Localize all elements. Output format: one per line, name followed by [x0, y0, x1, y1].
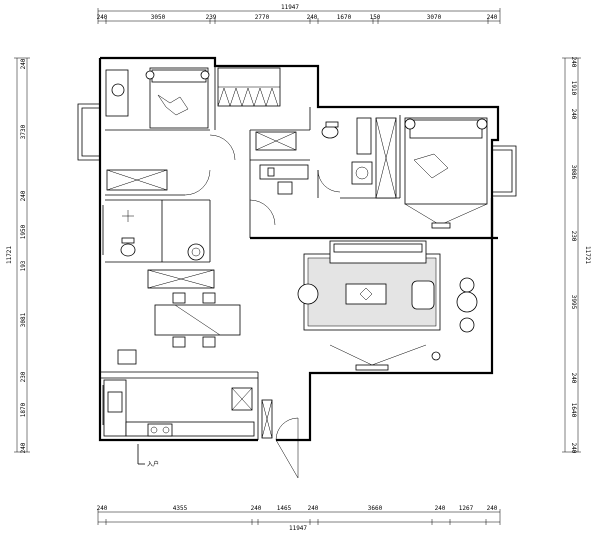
dimension-segment-label: 240	[307, 14, 318, 21]
right-total-dimension: 11721	[584, 246, 591, 264]
interior-walls	[100, 66, 401, 440]
kids-room	[217, 67, 297, 151]
chair-icon	[459, 317, 475, 333]
dimension-segment-label: 4355	[173, 505, 188, 512]
door-swing-bath	[184, 169, 211, 196]
dining-chair	[202, 336, 216, 348]
entrance-marker: 入户	[137, 444, 159, 468]
dimension-segment-label: 240	[570, 443, 577, 454]
left-segment-dimensions: 240 3730 240 1950 193 3081 230 1870 240	[20, 58, 27, 453]
right-dimension-line: 11721 240 1910 240 3086 230 3995 240 1640 240	[562, 57, 591, 454]
top-segment-dimensions: 240 3050 239 2770 240 1670 150 3070 240	[97, 14, 498, 21]
dimension-segment-label: 240	[97, 505, 108, 512]
study-area	[259, 164, 309, 195]
stove-icon	[147, 423, 173, 437]
living-room	[297, 240, 478, 371]
study-chair	[277, 181, 293, 195]
dimension-segment-label: 1910	[570, 81, 577, 96]
dining-chair	[172, 336, 186, 348]
fridge-icon	[117, 349, 137, 365]
dimension-segment-label: 230	[20, 371, 27, 382]
dimension-segment-label: 1870	[20, 402, 27, 417]
counter-bottom	[125, 421, 255, 437]
ensuite-bath	[321, 117, 397, 199]
door-swing-ensuite	[317, 169, 341, 193]
chair-icon	[111, 83, 125, 97]
lamp-icon	[145, 70, 155, 80]
left-total-dimension: 11721	[6, 246, 13, 264]
dimension-segment-label: 3050	[151, 14, 166, 21]
dining-area	[117, 269, 241, 365]
dimension-segment-label: 3070	[427, 14, 442, 21]
entrance-door	[275, 417, 299, 478]
toilet-icon	[321, 125, 339, 139]
left-dimension-line: 11721 240 3730 240 1950 193 3081 230 1870 240	[6, 57, 30, 453]
dimension-segment-label: 3081	[20, 312, 27, 327]
master-bedroom	[404, 117, 488, 229]
exterior-walls	[98, 56, 500, 442]
dimension-segment-label: 2770	[255, 14, 270, 21]
bottom-dimension-line: 11947 240 4355 240 1465 240 3660 240 1267 240	[97, 505, 501, 532]
dimension-segment-label: 1465	[277, 505, 292, 512]
dimension-segment-label: 240	[20, 190, 27, 201]
round-table-icon	[456, 291, 478, 313]
dimension-segment-label: 193	[20, 260, 27, 271]
door-swing-study	[249, 199, 276, 226]
bottom-total-dimension: 11947	[289, 525, 307, 532]
dimension-segment-label: 240	[308, 505, 319, 512]
dimension-segment-label: 240	[251, 505, 262, 512]
tv-cabinet-icon	[355, 364, 389, 371]
dimension-segment-label: 3995	[570, 295, 577, 310]
door-swing-bedroom	[209, 134, 236, 161]
shower-head-icon	[122, 210, 134, 222]
coffee-table	[345, 283, 387, 305]
sink-icon	[187, 243, 205, 261]
kitchen-sink-icon	[107, 391, 123, 413]
dimension-segment-label: 240	[487, 505, 498, 512]
bottom-segment-dimensions: 240 4355 240 1465 240 3660 240 1267 240	[97, 505, 498, 512]
top-dimension-line: 11947 240 3050 239 2770 240 1670 150 3070 240	[97, 4, 501, 24]
dimension-segment-label: 240	[570, 373, 577, 384]
armchair-right	[411, 280, 435, 310]
sink-icon	[351, 161, 373, 185]
doors	[184, 134, 341, 479]
dimension-segment-label: 240	[570, 57, 577, 68]
armchair-left	[297, 283, 319, 305]
tv-cabinet-icon	[431, 222, 451, 229]
dimension-segment-label: 240	[97, 14, 108, 21]
dimension-segment-label: 1670	[337, 14, 352, 21]
lamp-icon	[404, 118, 416, 130]
lamp-icon	[476, 118, 488, 130]
plant-icon	[431, 351, 441, 361]
cabinet	[356, 117, 372, 155]
bedroom-1	[105, 67, 210, 191]
dimension-segment-label: 240	[487, 14, 498, 21]
dimension-segment-label: 1640	[570, 403, 577, 418]
kitchen	[103, 379, 273, 439]
dimension-segment-label: 1950	[20, 224, 27, 239]
top-total-dimension: 11947	[281, 4, 299, 11]
dimension-segment-label: 3660	[368, 505, 383, 512]
toilet-icon	[120, 243, 136, 257]
dimension-segment-label: 239	[206, 14, 217, 21]
bay-windows	[77, 103, 517, 425]
dining-chair	[172, 292, 186, 304]
dimension-segment-label: 240	[20, 442, 27, 453]
dining-chair	[202, 292, 216, 304]
lamp-icon	[200, 70, 210, 80]
entrance-label: 入户	[147, 460, 159, 468]
dimension-segment-label: 240	[20, 58, 27, 69]
dimension-segment-label: 3730	[20, 124, 27, 139]
study-desk	[259, 164, 309, 180]
dimension-segment-label: 3086	[570, 165, 577, 180]
dimension-segment-label: 240	[570, 109, 577, 120]
right-segment-dimensions: 240 1910 240 3086 230 3995 240 1640 240	[570, 57, 577, 454]
dimension-segment-label: 150	[370, 14, 381, 21]
dimension-segment-label: 230	[570, 231, 577, 242]
dimension-segment-label: 240	[435, 505, 446, 512]
dimension-segment-label: 1267	[459, 505, 474, 512]
chair-icon	[459, 277, 475, 293]
bathroom-2	[120, 210, 205, 261]
